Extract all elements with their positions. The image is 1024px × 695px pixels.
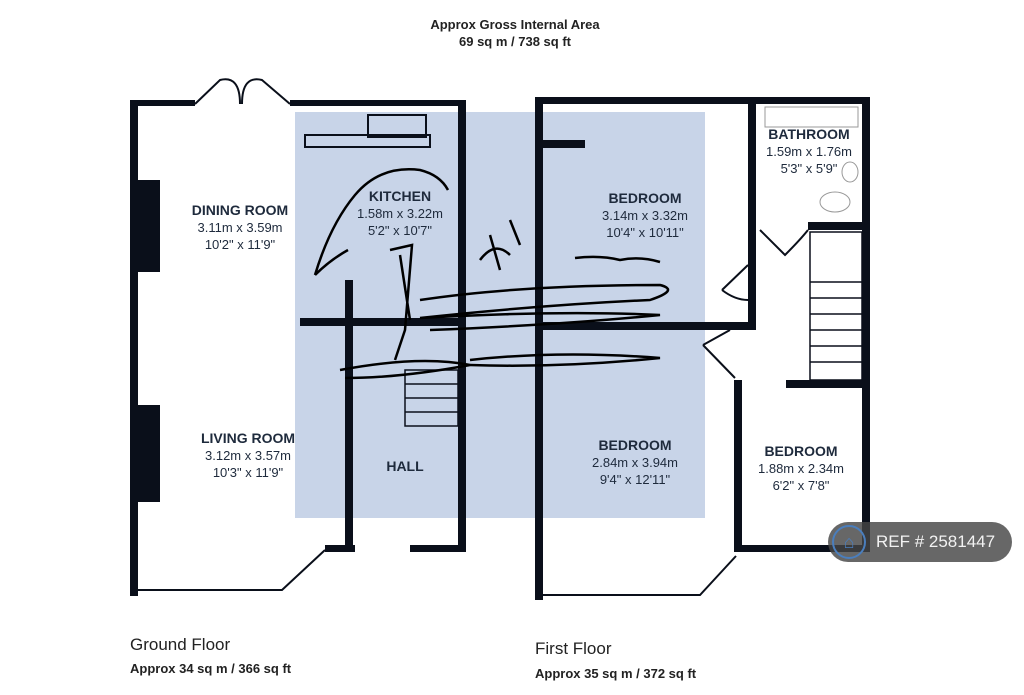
room-metric: 1.88m x 2.34m bbox=[758, 461, 844, 476]
room-hall: HALL bbox=[386, 458, 424, 474]
stairs-first bbox=[809, 231, 863, 381]
room-imperial: 10'2" x 11'9" bbox=[204, 237, 276, 252]
ground-floor-label: Ground Floor bbox=[130, 635, 231, 654]
room-metric: 2.84m x 3.94m bbox=[592, 455, 678, 470]
home-icon: ⌂ bbox=[832, 525, 866, 559]
room-dining: DINING ROOM 3.11m x 3.59m 10'2" x 11'9" bbox=[170, 202, 310, 253]
room-imperial: 5'3" x 5'9" bbox=[780, 161, 838, 176]
bathroom-fixtures bbox=[764, 106, 859, 213]
gross-area-value: 69 sq m / 738 sq ft bbox=[459, 34, 571, 49]
stairs-ground bbox=[404, 369, 459, 427]
room-imperial: 6'2" x 7'8" bbox=[772, 478, 830, 493]
room-bedroom-3: BEDROOM 1.88m x 2.34m 6'2" x 7'8" bbox=[742, 443, 860, 494]
first-floor-label: First Floor bbox=[535, 639, 612, 658]
room-imperial: 5'2" x 10'7" bbox=[367, 223, 433, 238]
room-imperial: 10'4" x 10'11" bbox=[606, 225, 684, 240]
room-name: BEDROOM bbox=[764, 443, 838, 459]
room-name: BEDROOM bbox=[598, 437, 672, 453]
ref-label: REF # 2581447 bbox=[876, 532, 996, 551]
room-metric: 3.11m x 3.59m bbox=[197, 220, 283, 235]
first-floor-windows bbox=[543, 99, 835, 596]
room-name: KITCHEN bbox=[368, 188, 432, 204]
room-metric: 1.58m x 3.22m bbox=[357, 206, 443, 221]
room-name: BEDROOM bbox=[608, 190, 682, 206]
room-name: LIVING ROOM bbox=[200, 430, 296, 446]
ground-floor-windows bbox=[138, 78, 440, 591]
ref-badge: ⌂ REF # 2581447 bbox=[828, 522, 1012, 562]
ground-floor-area: Approx 34 sq m / 366 sq ft bbox=[130, 661, 292, 676]
room-bedroom-2: BEDROOM 2.84m x 3.94m 9'4" x 12'11" bbox=[565, 437, 705, 488]
room-imperial: 9'4" x 12'11" bbox=[599, 472, 671, 487]
room-name: BATHROOM bbox=[768, 126, 850, 142]
room-name: DINING ROOM bbox=[191, 202, 289, 218]
gross-area-title: Approx Gross Internal Area bbox=[430, 17, 600, 32]
first-floor-area: Approx 35 sq m / 372 sq ft bbox=[535, 666, 697, 681]
room-kitchen: KITCHEN 1.58m x 3.22m 5'2" x 10'7" bbox=[335, 188, 465, 239]
room-metric: 3.14m x 3.32m bbox=[602, 208, 688, 223]
handwritten-scribbles bbox=[313, 168, 670, 380]
room-living: LIVING ROOM 3.12m x 3.57m 10'3" x 11'9" bbox=[178, 430, 318, 481]
room-metric: 3.12m x 3.57m bbox=[205, 448, 291, 463]
room-imperial: 10'3" x 11'9" bbox=[212, 465, 284, 480]
room-metric: 1.59m x 1.76m bbox=[766, 144, 852, 159]
room-bedroom-1: BEDROOM 3.14m x 3.32m 10'4" x 10'11" bbox=[575, 190, 715, 241]
room-bathroom: BATHROOM 1.59m x 1.76m 5'3" x 5'9" bbox=[756, 126, 862, 177]
